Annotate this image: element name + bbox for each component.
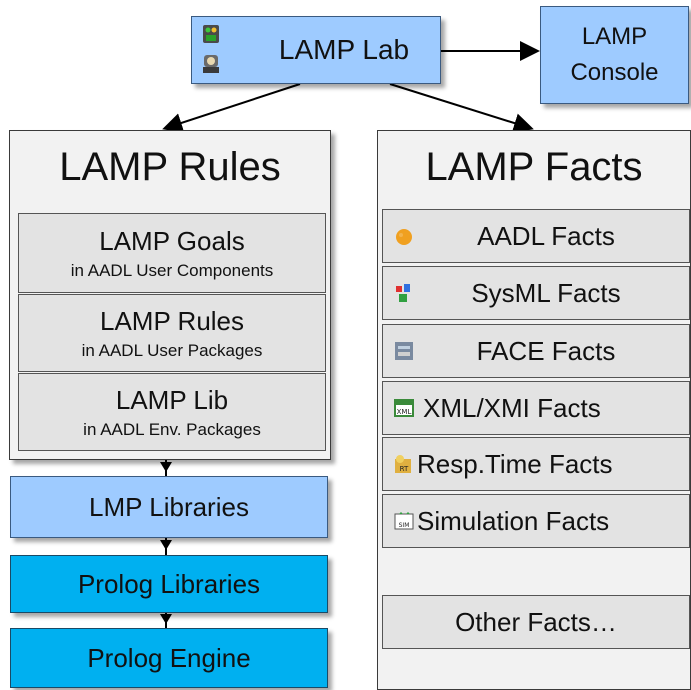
fact-item-xml[interactable]: XML XML/XMI Facts — [382, 381, 690, 435]
rules-item-goals[interactable]: LAMP Goals in AADL User Components — [18, 213, 326, 293]
console-line-2: Console — [570, 59, 659, 86]
svg-text:RT: RT — [400, 465, 409, 473]
prolog-engine-box[interactable]: Prolog Engine — [10, 628, 328, 688]
rules-panel-title: LAMP Rules — [59, 145, 281, 189]
resp-time-icon: RT — [395, 455, 411, 473]
xml-icon: XML — [394, 399, 414, 417]
arrowhead-plib-peng — [160, 614, 172, 624]
rules-item-title: LAMP Lib — [115, 384, 229, 415]
simulation-icon: SIM — [394, 512, 414, 530]
prolog-libraries-label: Prolog Libraries — [77, 568, 261, 599]
rules-item-title: LAMP Goals — [99, 225, 245, 256]
lamp-lab-label: LAMP Lab — [278, 34, 410, 65]
fact-item-face[interactable]: FACE Facts — [382, 324, 690, 378]
arrow-lab-to-facts — [389, 83, 534, 133]
lamp-rules-panel: LAMP Rules LAMP Goals in AADL User Compo… — [9, 130, 331, 460]
arrowhead-rules-lmp — [160, 462, 172, 472]
arrow-lab-to-rules — [162, 83, 301, 133]
fact-label: XML/XMI Facts — [423, 392, 601, 423]
rules-item-title: LAMP Rules — [99, 305, 245, 336]
lmp-libraries-box[interactable]: LMP Libraries — [10, 476, 328, 538]
traffic-robot-icon — [203, 25, 219, 43]
person-robot-icon — [203, 55, 219, 73]
fact-label: AADL Facts — [477, 220, 615, 251]
fact-label: FACE Facts — [476, 335, 616, 366]
fact-item-other[interactable]: Other Facts… — [382, 595, 690, 649]
fact-item-simulation[interactable]: SIM Simulation Facts — [382, 494, 690, 548]
rules-item-rules[interactable]: LAMP Rules in AADL User Packages — [18, 294, 326, 372]
face-icon — [395, 342, 413, 360]
fact-label: Resp.Time Facts — [417, 448, 613, 479]
console-line-1: LAMP — [581, 23, 648, 50]
aadl-icon — [396, 229, 412, 245]
fact-label: Simulation Facts — [417, 505, 610, 536]
fact-other-label: Other Facts… — [455, 606, 617, 637]
fact-item-resp-time[interactable]: RT Resp.Time Facts — [382, 437, 690, 491]
fact-item-sysml[interactable]: SysML Facts — [382, 266, 690, 320]
fact-label: SysML Facts — [471, 277, 621, 308]
facts-panel-title: LAMP Facts — [425, 145, 643, 189]
rules-item-subtitle: in AADL User Packages — [81, 340, 263, 360]
rules-item-lib[interactable]: LAMP Lib in AADL Env. Packages — [18, 373, 326, 451]
sysml-icon — [396, 284, 410, 302]
lamp-lab-box[interactable]: LAMP Lab — [191, 16, 441, 84]
lmp-libraries-label: LMP Libraries — [89, 491, 249, 522]
prolog-libraries-box[interactable]: Prolog Libraries — [10, 555, 328, 613]
rules-item-subtitle: in AADL Env. Packages — [83, 419, 261, 439]
lamp-console-box[interactable]: LAMP Console — [540, 6, 689, 104]
arrowhead-lmp-plib — [160, 540, 172, 550]
lamp-facts-panel: LAMP Facts AADL Facts SysML Facts FACE F… — [377, 130, 691, 690]
fact-item-aadl[interactable]: AADL Facts — [382, 209, 690, 263]
rules-item-subtitle: in AADL User Components — [70, 260, 274, 280]
svg-text:XML: XML — [397, 408, 412, 416]
svg-text:SIM: SIM — [399, 522, 410, 529]
prolog-engine-label: Prolog Engine — [87, 642, 251, 673]
